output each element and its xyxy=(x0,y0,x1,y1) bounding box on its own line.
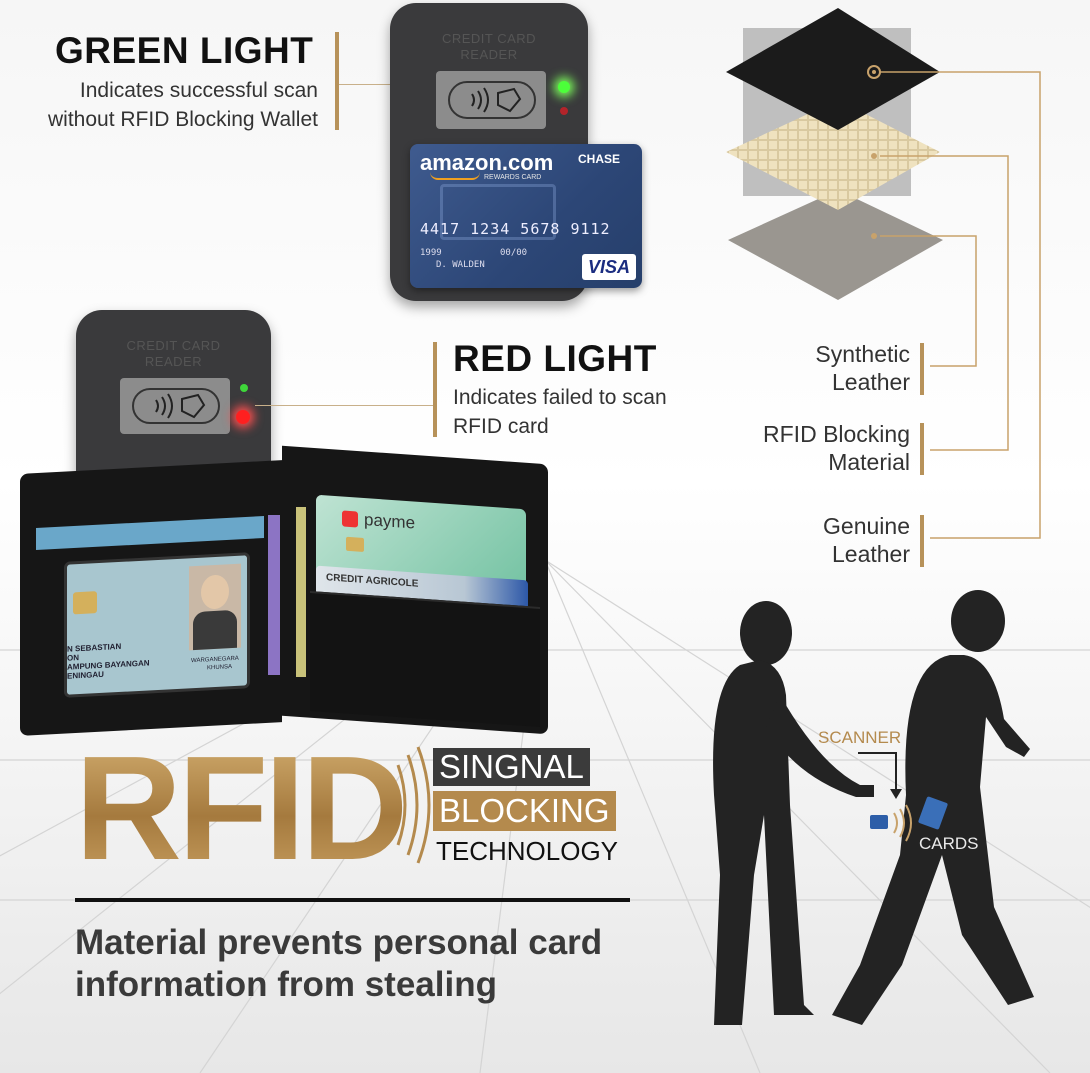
wallet: N SEBASTIAN ON AMPUNG BAYANGAN ENINGAU W… xyxy=(20,445,548,736)
card-brand: amazon.com xyxy=(420,150,554,175)
cart-watermark-icon xyxy=(440,184,556,240)
payme-logo-icon xyxy=(342,510,358,528)
nfc-pad xyxy=(436,71,546,129)
red-light-leader xyxy=(255,405,433,406)
red-led-lit-icon xyxy=(236,410,250,424)
layer-label-genuine: Genuine Leather xyxy=(700,512,910,568)
card-since: 1999 xyxy=(420,248,442,258)
tagline-line1: Material prevents personal card xyxy=(75,923,603,962)
id-photo xyxy=(189,563,241,651)
green-led-icon-2 xyxy=(240,384,248,392)
card-holder: D. WALDEN xyxy=(436,260,485,270)
reader2-label-line2: READER xyxy=(144,354,203,369)
cards-label: CARDS xyxy=(919,834,979,853)
contactless-icon-2 xyxy=(132,388,220,424)
green-light-description: Indicates successful scan without RFID B… xyxy=(18,76,318,134)
people-silhouettes xyxy=(713,590,1034,1025)
inner-slot-purple xyxy=(268,515,280,675)
layer-label-synthetic-line2: Leather xyxy=(831,369,910,395)
green-light-line1: Indicates successful scan xyxy=(79,79,318,102)
green-led-icon xyxy=(558,81,570,93)
layer-label-synthetic-line1: Synthetic xyxy=(815,341,910,367)
layer-label-synthetic: Synthetic Leather xyxy=(700,340,910,396)
green-light-divider xyxy=(335,32,339,130)
card-issuer: CHASE xyxy=(578,152,621,166)
tagline: Material prevents personal card informat… xyxy=(75,922,675,1006)
red-light-description: Indicates failed to scan RFID card xyxy=(453,383,667,441)
divider-rule xyxy=(75,898,630,902)
genuine-divider xyxy=(920,515,924,567)
synthetic-divider xyxy=(920,343,924,395)
red-light-heading: RED LIGHT xyxy=(453,338,657,379)
nfc-pad-2 xyxy=(120,378,230,434)
rfid-divider xyxy=(920,423,924,475)
id-tag: WARGANEGARA xyxy=(191,655,239,665)
reader-label-2: CREDIT CARD READER xyxy=(76,338,271,370)
amazon-credit-card: amazon.com REWARDS CARD CHASE 4417 1234 … xyxy=(410,144,642,288)
layer-label-rfid-line1: RFID Blocking xyxy=(763,421,910,447)
layer-leaders xyxy=(880,71,1041,539)
green-light-line2: without RFID Blocking Wallet xyxy=(48,108,318,131)
card-network: VISA xyxy=(582,254,636,280)
red-led-icon xyxy=(560,107,568,115)
chip-icon xyxy=(73,591,97,615)
rfid-title: RFID xyxy=(75,726,408,891)
green-light-heading: GREEN LIGHT xyxy=(55,30,314,71)
tagline-line2: information from stealing xyxy=(75,965,497,1004)
reader2-label-line1: CREDIT CARD xyxy=(126,338,221,353)
suit-icon xyxy=(193,609,237,651)
reader-label-line2: READER xyxy=(460,47,518,62)
layer-label-rfid: RFID Blocking Material xyxy=(700,420,910,476)
card-number: 4417 1234 5678 9112 xyxy=(420,220,611,238)
credit-agricole-brand: CREDIT AGRICOLE xyxy=(326,572,419,590)
scanner-label: SCANNER xyxy=(818,728,902,747)
red-light-divider xyxy=(433,342,437,437)
red-light-line2: RFID card xyxy=(453,415,549,438)
amazon-smile-icon xyxy=(430,172,480,180)
card-brand-sub: REWARDS CARD xyxy=(484,174,542,181)
signal-waves-icon xyxy=(396,746,431,864)
layer-label-genuine-line1: Genuine xyxy=(823,513,910,539)
id-tag2: KHUNSA xyxy=(207,664,233,672)
reader-label-line1: CREDIT CARD xyxy=(441,31,537,46)
green-light-leader xyxy=(339,84,439,85)
face-icon xyxy=(201,574,229,610)
id-window: N SEBASTIAN ON AMPUNG BAYANGAN ENINGAU W… xyxy=(64,552,250,698)
red-light-line1: Indicates failed to scan xyxy=(453,386,667,409)
rfid-technology-label: TECHNOLOGY xyxy=(436,836,619,866)
card-good-thru: 00/00 xyxy=(500,248,528,258)
layer-label-genuine-line2: Leather xyxy=(831,541,910,567)
material-layers xyxy=(726,8,943,300)
reader-label: CREDIT CARD READER xyxy=(390,31,588,63)
payme-brand: payme xyxy=(364,510,416,533)
id-text: N SEBASTIAN ON AMPUNG BAYANGAN ENINGAU xyxy=(67,640,150,681)
rfid-blocking-label: BLOCKING xyxy=(433,791,616,831)
rfid-signal-label: SINGNAL xyxy=(433,748,590,786)
inner-slot-gold xyxy=(296,507,306,677)
contactless-icon xyxy=(448,81,536,119)
wallet-front-pocket xyxy=(310,590,540,728)
layer-label-rfid-line2: Material xyxy=(828,449,910,475)
chip-icon-2 xyxy=(346,536,364,553)
